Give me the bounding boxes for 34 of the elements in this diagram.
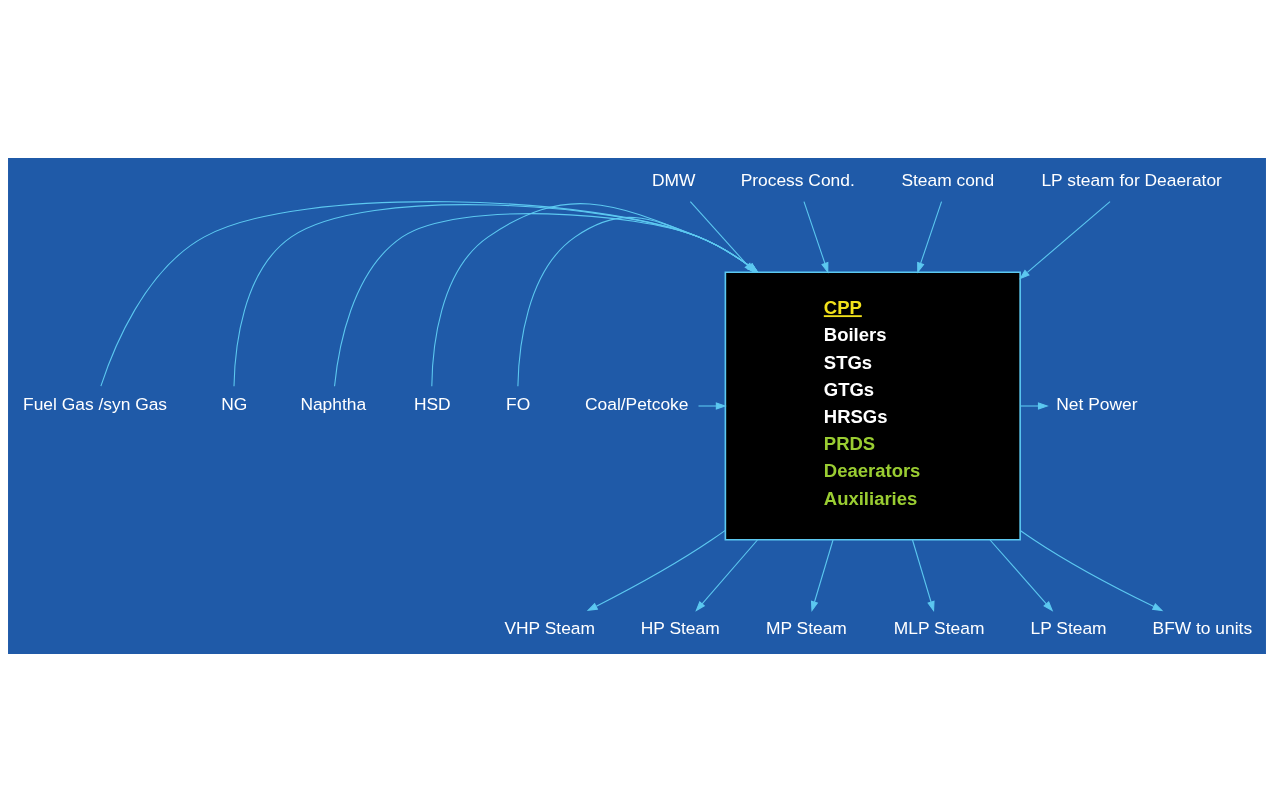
node-text: FO: [506, 393, 531, 414]
arrow: [334, 212, 759, 387]
arrow: [586, 529, 726, 611]
node-text: DMW: [651, 169, 696, 190]
node-text: HP Steam: [640, 617, 720, 638]
node-text: Naphtha: [300, 393, 367, 414]
node-text: Net Power: [1056, 393, 1138, 414]
node-text: HSD: [413, 393, 451, 414]
node-text: LP Steam: [1030, 617, 1107, 638]
arrow: [233, 203, 759, 387]
node-text: Coal/Petcoke: [585, 393, 689, 414]
node-box: CPP Boilers STGs GTGs HRSGs PRDS Deaerators Auxiliaries: [724, 270, 1021, 541]
node-text: NG: [221, 393, 248, 414]
node-text: Steam cond: [901, 169, 995, 190]
node-text: BFW to units: [1152, 617, 1253, 638]
arrow: [917, 200, 943, 273]
arrow: [1019, 200, 1111, 279]
node-text: LP steam for Deaerator: [1041, 169, 1222, 190]
arrow: [431, 202, 759, 387]
arrow: [810, 538, 834, 612]
node-text: Fuel Gas /syn Gas: [23, 393, 168, 414]
arrow: [100, 200, 759, 387]
arrow: [803, 200, 829, 273]
arrow: [697, 401, 727, 410]
node-text: VHP Steam: [504, 617, 595, 638]
arrow: [1020, 529, 1164, 611]
node-text: MP Steam: [765, 617, 847, 638]
arrow: [989, 538, 1054, 612]
arrow: [911, 538, 935, 612]
arrow: [517, 216, 759, 387]
arrow: [695, 538, 758, 612]
arrow: [1019, 401, 1049, 410]
node-text: MLP Steam: [893, 617, 985, 638]
node-text: Process Cond.: [740, 169, 855, 190]
